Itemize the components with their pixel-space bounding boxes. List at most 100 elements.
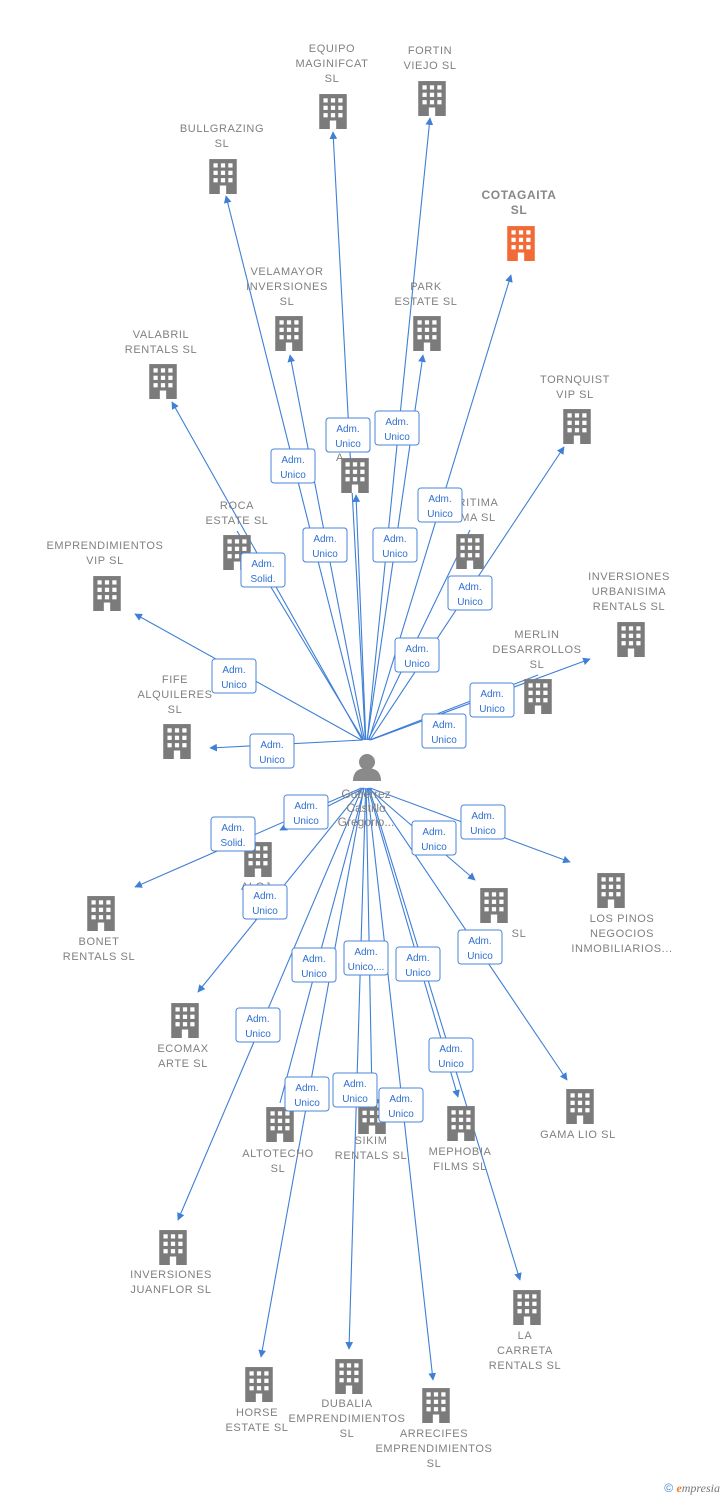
edge-label-box (417, 487, 463, 523)
edge-label-gama_lio[interactable]: Adm.Unico (457, 929, 503, 965)
edge-label-horse[interactable]: Adm.Unico (284, 1076, 330, 1112)
edge-label-box (249, 733, 295, 769)
edge-label-tornquist[interactable]: Adm. Unico (447, 575, 493, 611)
company-label-bullgrazing-line-2: SL (215, 138, 230, 150)
company-label-juanflor-line-1: INVERSIONES (130, 1269, 212, 1281)
company-label-velamayor-line-1: VELAMAYOR (250, 266, 323, 278)
edge-label-box (302, 527, 348, 563)
building-icon (413, 316, 441, 351)
company-label-inversiones_urbanisima-line-3: RENTALS SL (593, 601, 665, 613)
company-label-fife-line-2: ALQUILERES (137, 689, 212, 701)
building-icon (480, 888, 508, 923)
edge-label-maritima[interactable]: Adm.Unico (394, 637, 440, 673)
edge-label-line-2: Solid. (250, 574, 275, 585)
edge-label-emprendimientos_vip[interactable]: Adm.Unico (211, 658, 257, 694)
edge-label-line-2: Unico (404, 659, 430, 670)
edge-label-roca[interactable]: Adm.Unico (302, 527, 348, 563)
company-label-valabril-line-1: VALABRIL (133, 329, 190, 341)
edge-label-line-2: Unico (431, 735, 457, 746)
person-node[interactable]: Gutierrez Castillo Gregorio... (338, 754, 395, 829)
edge-label-valabril[interactable]: Adm.Solid. (240, 552, 286, 588)
edge-altotecho (279, 787, 365, 1104)
edge-label-fife[interactable]: Adm.Unico (249, 733, 295, 769)
edge-label-box (284, 1076, 330, 1112)
edge-label-bullgrazing[interactable]: Adm.Unico (270, 448, 316, 484)
building-icon (597, 873, 625, 908)
company-label-horse-line-2: ESTATE SL (225, 1422, 288, 1434)
edge-label-sl_hidden[interactable]: Adm.Unico (411, 820, 457, 856)
company-label-valabril-line-2: RENTALS SL (125, 344, 197, 356)
company-node-valabril[interactable]: VALABRIL RENTALS SL (125, 329, 197, 399)
edge-label-line-1: Adm. (458, 582, 481, 593)
building-icon (163, 724, 191, 759)
edge-label-cotagaita[interactable]: Adm.Unico (417, 487, 463, 523)
company-label-park-line-1: PARK (410, 281, 442, 293)
edge-label-line-2: Unico (259, 755, 285, 766)
edge-label-park[interactable]: Adm.Unico (372, 527, 418, 563)
edge-label-box (372, 527, 418, 563)
building-icon (209, 159, 237, 194)
edge-label-bonet[interactable]: Adm.Solid. (210, 816, 256, 852)
edge-label-altotecho[interactable]: Adm.Unico (291, 947, 337, 983)
edge-label-r_hidden[interactable]: Adm.Unico (325, 417, 371, 453)
edge-label-box (211, 658, 257, 694)
edge-label-mephobia[interactable]: Adm.Unico (395, 946, 441, 982)
edge-label-line-1: Adm. (281, 455, 304, 466)
person-name-line-2: Castillo (346, 801, 386, 815)
edge-label-los_pinos[interactable]: Adm.Unico (460, 804, 506, 840)
company-label-bullgrazing-line-1: BULLGRAZING (180, 123, 264, 135)
company-node-bullgrazing[interactable]: BULLGRAZING SL (180, 123, 264, 194)
edge-label-line-2: Unico (457, 597, 483, 608)
building-icon (524, 679, 552, 714)
edge-label-box (240, 552, 286, 588)
edge-label-merlin[interactable]: Adm.Unico (421, 713, 467, 749)
edge-label-line-1: Adm. (406, 953, 429, 964)
edge-label-dubalia[interactable]: Adm.Unico (332, 1072, 378, 1108)
company-node-sl_hidden[interactable]: SL (480, 888, 526, 940)
company-node-gama_lio[interactable]: GAMA LIO SL (540, 1089, 616, 1141)
edge-label-ecomax[interactable]: Adm.Unico (242, 884, 288, 920)
edge-label-line-1: Adm. (302, 954, 325, 965)
company-label-velamayor-line-3: SL (280, 296, 295, 308)
edge-label-line-2: Solid. (220, 838, 245, 849)
edge-label-fortin[interactable]: Adm.Unico (374, 410, 420, 446)
company-label-ecomax-line-2: ARTE SL (158, 1058, 208, 1070)
edge-r_hidden (352, 494, 367, 741)
edge-label-box (447, 575, 493, 611)
building-icon (87, 896, 115, 931)
edge-label-sikim[interactable]: Adm.Unico,... (343, 940, 389, 976)
company-label-cotagaita-line-1: COTAGAITA (482, 188, 557, 202)
edge-label-inversiones_urbanisima[interactable]: Adm.Unico (469, 682, 515, 718)
edge-label-la_carreta[interactable]: Adm.Unico (428, 1037, 474, 1073)
edge-label-juanflor[interactable]: Adm.Unico (235, 1007, 281, 1043)
company-label-fife-line-1: FIFE (162, 674, 188, 686)
company-node-los_pinos[interactable]: LOS PINOSNEGOCIOSINMOBILIARIOS... (571, 873, 672, 955)
edge-label-arrecifes[interactable]: Adm.Unico (378, 1087, 424, 1123)
edge-label-box (325, 417, 371, 453)
edge-label-line-2: Unico (467, 951, 493, 962)
edge-label-alojamientos[interactable]: Adm.Unico (283, 794, 329, 830)
